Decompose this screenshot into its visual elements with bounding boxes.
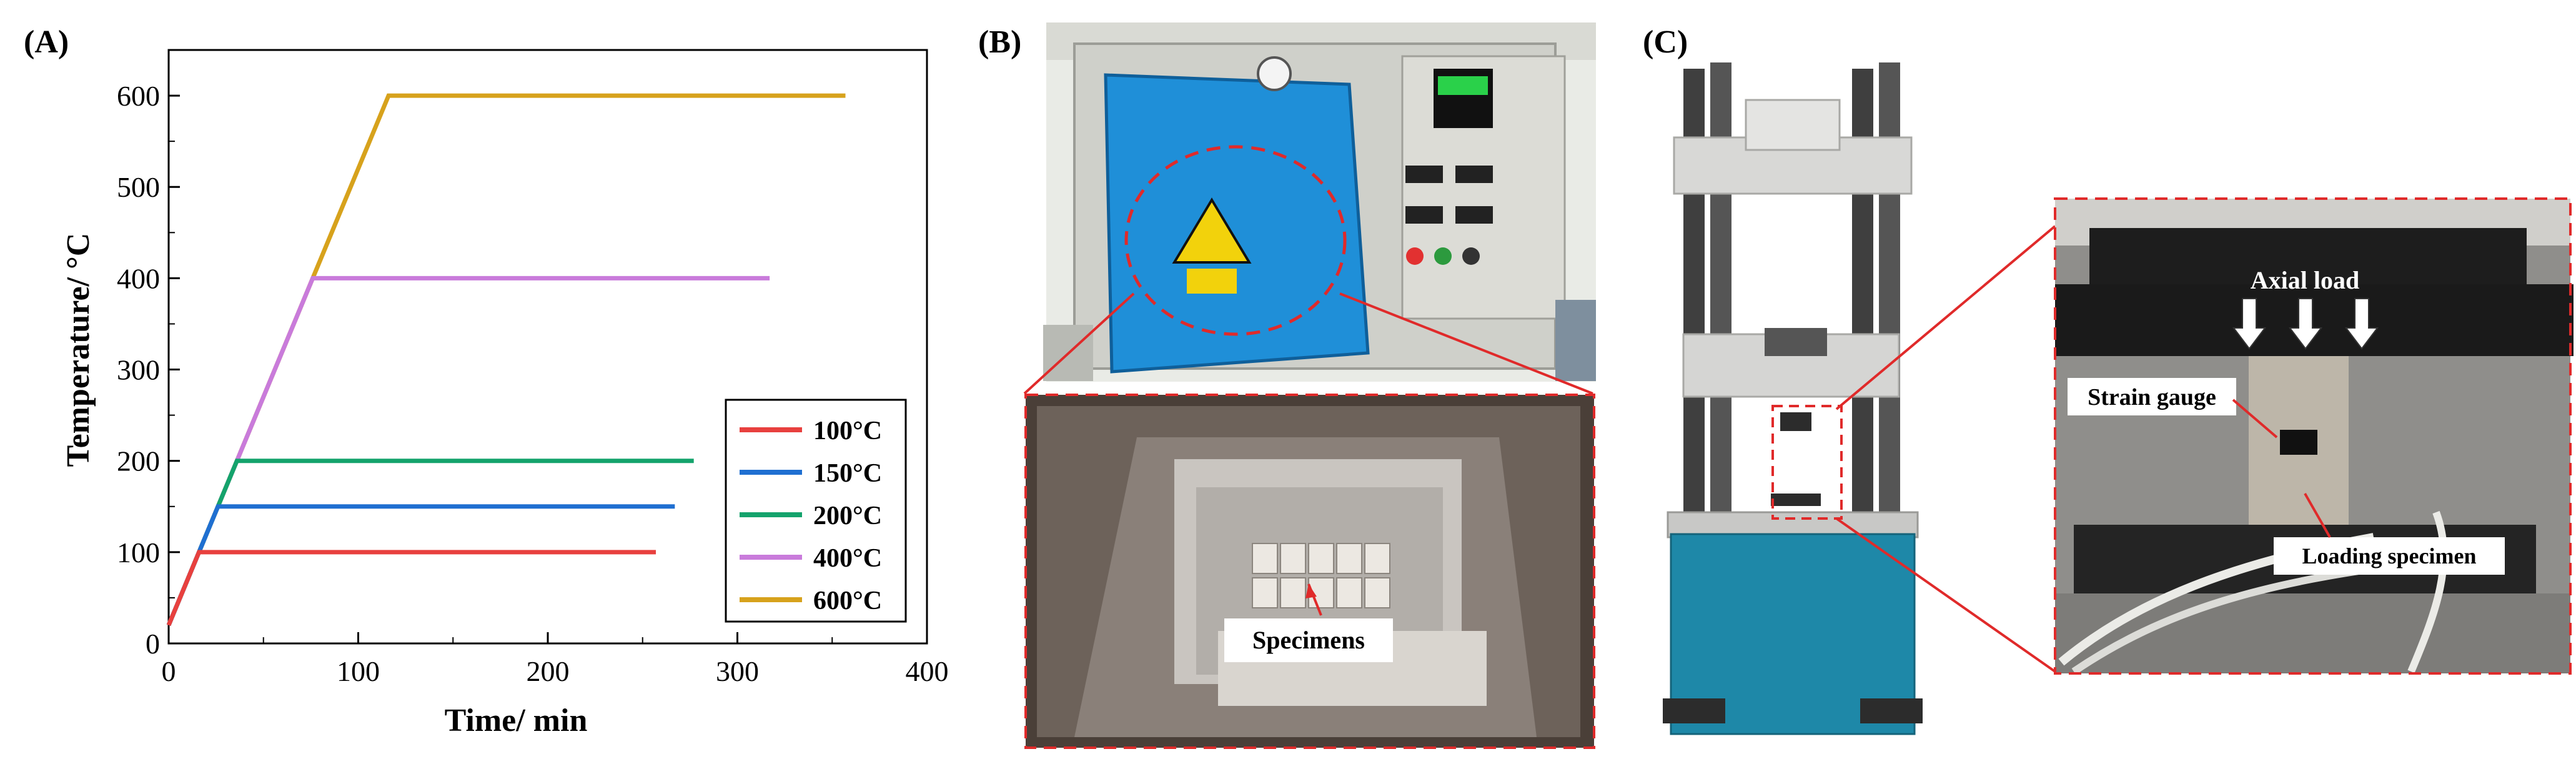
zoom-box xyxy=(1024,394,1595,749)
warning-sign-icon xyxy=(1172,197,1252,264)
furnace-interior-photo xyxy=(1026,395,1594,748)
y-tick-label: 200 xyxy=(117,445,160,477)
legend-label: 400°C xyxy=(813,544,882,573)
furnace-door xyxy=(1104,73,1370,374)
x-axis-label: Time/ min xyxy=(445,703,588,738)
axial-load-label: Axial load xyxy=(2251,266,2359,294)
specimens-label-box xyxy=(1224,618,1393,662)
panel-a: (A) 0 100 200 300 400 0 100 200 300 400 500 600 100… xyxy=(0,0,968,766)
legend-label: 600°C xyxy=(813,587,882,615)
lower-platen xyxy=(1771,494,1821,506)
x-tick-label: 200 xyxy=(527,655,570,687)
y-axis-label: Temperature/ °C xyxy=(61,233,96,467)
y-tick-label: 300 xyxy=(117,354,160,386)
temperature-chart: 0 100 200 300 400 0 100 200 300 400 500 600 100°C 15… xyxy=(61,49,949,738)
loading-specimen-label: Loading specimen xyxy=(2302,543,2476,568)
x-tick-label: 0 xyxy=(162,655,176,687)
axial-load-arrows xyxy=(2232,298,2379,350)
zoom-line-bottom xyxy=(1835,517,2056,673)
y-tick-label: 600 xyxy=(117,80,160,112)
panel-b: (B) xyxy=(968,0,1624,766)
panel-c-label: (C) xyxy=(1643,24,1688,60)
specimen-blocks xyxy=(1252,543,1390,608)
panel-c: (C) xyxy=(1624,0,2576,766)
zoom-line-left xyxy=(1023,292,1135,395)
chart-axes: 0 100 200 300 400 0 100 200 300 400 500 600 xyxy=(117,49,949,687)
gauge-icon xyxy=(1257,56,1292,91)
series-line-400 xyxy=(166,275,770,627)
x-tick-label: 100 xyxy=(337,655,380,687)
legend-label: 150°C xyxy=(813,459,882,488)
furnace-photo: Specimens xyxy=(1023,22,1596,749)
panel-a-label: (A) xyxy=(24,24,69,60)
y-tick-label: 100 xyxy=(117,537,160,568)
series-line-100 xyxy=(166,550,656,627)
legend-box xyxy=(725,399,907,623)
zoom-box-small xyxy=(1771,405,1843,520)
strain-arrow xyxy=(2232,399,2278,439)
strain-label-box xyxy=(2068,378,2236,415)
specimens-label: Specimens xyxy=(1252,626,1365,654)
y-tick-label: 400 xyxy=(117,262,160,294)
legend-label: 100°C xyxy=(813,417,882,445)
zoom-line-right xyxy=(1339,292,1593,395)
strain-gauge-label: Strain gauge xyxy=(2088,384,2216,410)
chart-legend: 100°C 150°C 200°C 400°C 600°C xyxy=(725,399,907,623)
strain-gauge xyxy=(2280,430,2317,455)
legend-label: 200°C xyxy=(813,502,882,530)
furnace-exterior-photo xyxy=(1043,22,1596,382)
upper-platen xyxy=(1780,412,1811,431)
loading-arrow xyxy=(2304,493,2331,538)
zoom-box-large xyxy=(2054,197,2572,675)
machine-render xyxy=(1663,62,1923,735)
testing-machine: Axial load Strain gauge Loading specimen xyxy=(1663,62,2574,735)
panel-b-label: (B) xyxy=(978,24,1022,60)
y-tick-label: 500 xyxy=(117,171,160,203)
x-tick-label: 300 xyxy=(716,655,759,687)
x-tick-label: 400 xyxy=(906,655,949,687)
series-line-150 xyxy=(166,504,675,627)
zoom-line-top xyxy=(1835,225,2056,410)
loading-photo xyxy=(2055,199,2574,675)
y-tick-label: 0 xyxy=(146,628,160,660)
chart-series xyxy=(166,93,846,627)
loading-label-box xyxy=(2274,537,2505,575)
zoom-circle xyxy=(1124,145,1347,336)
series-line-200 xyxy=(166,459,694,627)
